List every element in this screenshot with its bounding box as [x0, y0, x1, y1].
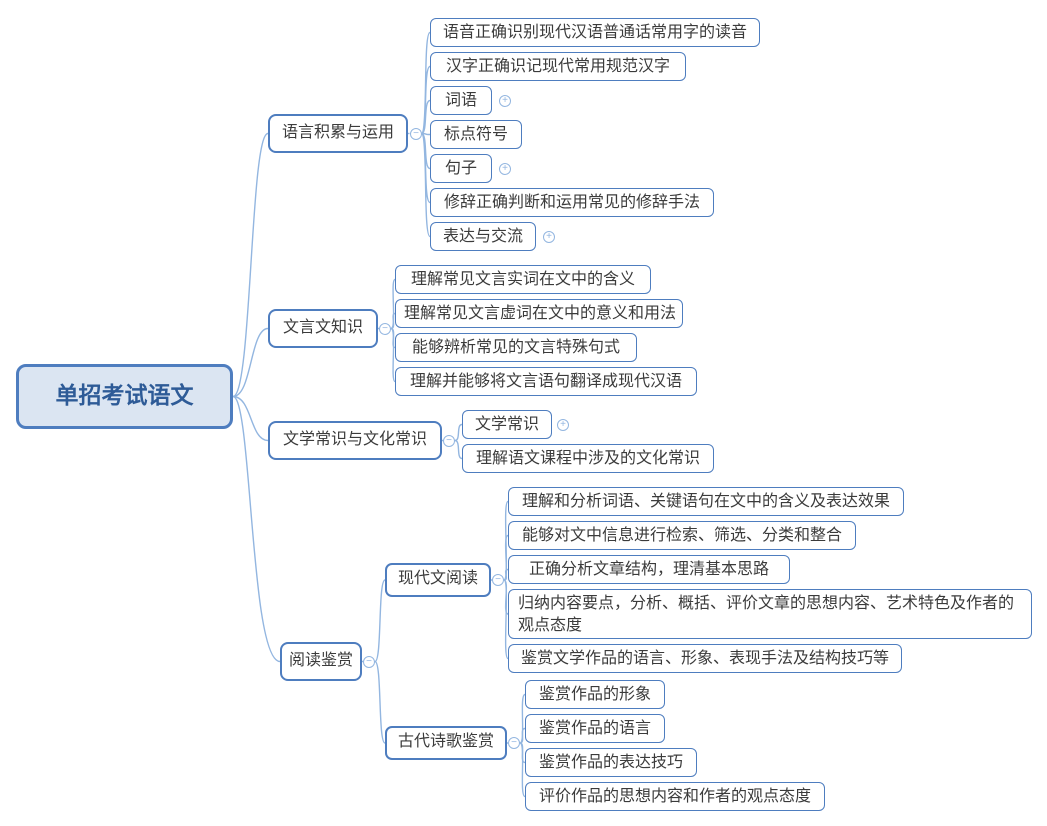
expand-icon[interactable]: + — [499, 162, 511, 175]
branch-topic[interactable]: 文学常识与文化常识 — [268, 421, 442, 460]
subbranch-topic[interactable]: 现代文阅读 — [385, 563, 491, 597]
leaf-topic[interactable]: 能够辨析常见的文言特殊句式 — [395, 333, 637, 362]
leaf-topic[interactable]: 鉴赏作品的形象 — [525, 680, 665, 709]
expand-icon[interactable]: + — [543, 230, 555, 243]
collapse-icon[interactable]: − — [379, 322, 391, 335]
leaf-topic[interactable]: 文学常识 — [462, 410, 552, 439]
collapse-icon[interactable]: − — [363, 655, 375, 668]
leaf-topic[interactable]: 理解并能够将文言语句翻译成现代汉语 — [395, 367, 697, 396]
leaf-topic[interactable]: 理解和分析词语、关键语句在文中的含义及表达效果 — [508, 487, 904, 516]
branch-topic[interactable]: 文言文知识 — [268, 309, 378, 348]
leaf-topic[interactable]: 归纳内容要点，分析、概括、评价文章的思想内容、艺术特色及作者的观点态度 — [508, 589, 1032, 639]
subbranch-topic[interactable]: 古代诗歌鉴赏 — [385, 726, 507, 760]
collapse-icon[interactable]: − — [410, 127, 422, 140]
leaf-topic[interactable]: 修辞正确判断和运用常见的修辞手法 — [430, 188, 714, 217]
leaf-topic[interactable]: 理解语文课程中涉及的文化常识 — [462, 444, 714, 473]
collapse-icon[interactable]: − — [508, 737, 520, 749]
expand-icon[interactable]: + — [499, 94, 511, 107]
root-topic[interactable]: 单招考试语文 — [16, 364, 233, 429]
collapse-icon[interactable]: − — [492, 574, 504, 586]
leaf-topic[interactable]: 鉴赏作品的语言 — [525, 714, 665, 743]
expand-icon[interactable]: + — [557, 418, 569, 431]
leaf-topic[interactable]: 句子 — [430, 154, 492, 183]
leaf-topic[interactable]: 鉴赏作品的表达技巧 — [525, 748, 697, 777]
leaf-topic[interactable]: 能够对文中信息进行检索、筛选、分类和整合 — [508, 521, 856, 550]
branch-topic[interactable]: 阅读鉴赏 — [280, 642, 362, 681]
leaf-topic[interactable]: 鉴赏文学作品的语言、形象、表现手法及结构技巧等 — [508, 644, 902, 673]
leaf-topic[interactable]: 语音正确识别现代汉语普通话常用字的读音 — [430, 18, 760, 47]
leaf-topic[interactable]: 正确分析文章结构，理清基本思路 — [508, 555, 790, 584]
leaf-topic[interactable]: 理解常见文言实词在文中的含义 — [395, 265, 651, 294]
leaf-topic[interactable]: 标点符号 — [430, 120, 522, 149]
leaf-topic[interactable]: 汉字正确识记现代常用规范汉字 — [430, 52, 686, 81]
collapse-icon[interactable]: − — [443, 434, 455, 447]
leaf-topic[interactable]: 理解常见文言虚词在文中的意义和用法 — [395, 299, 683, 328]
leaf-topic[interactable]: 表达与交流 — [430, 222, 536, 251]
branch-topic[interactable]: 语言积累与运用 — [268, 114, 408, 153]
leaf-topic[interactable]: 词语 — [430, 86, 492, 115]
leaf-topic[interactable]: 评价作品的思想内容和作者的观点态度 — [525, 782, 825, 811]
